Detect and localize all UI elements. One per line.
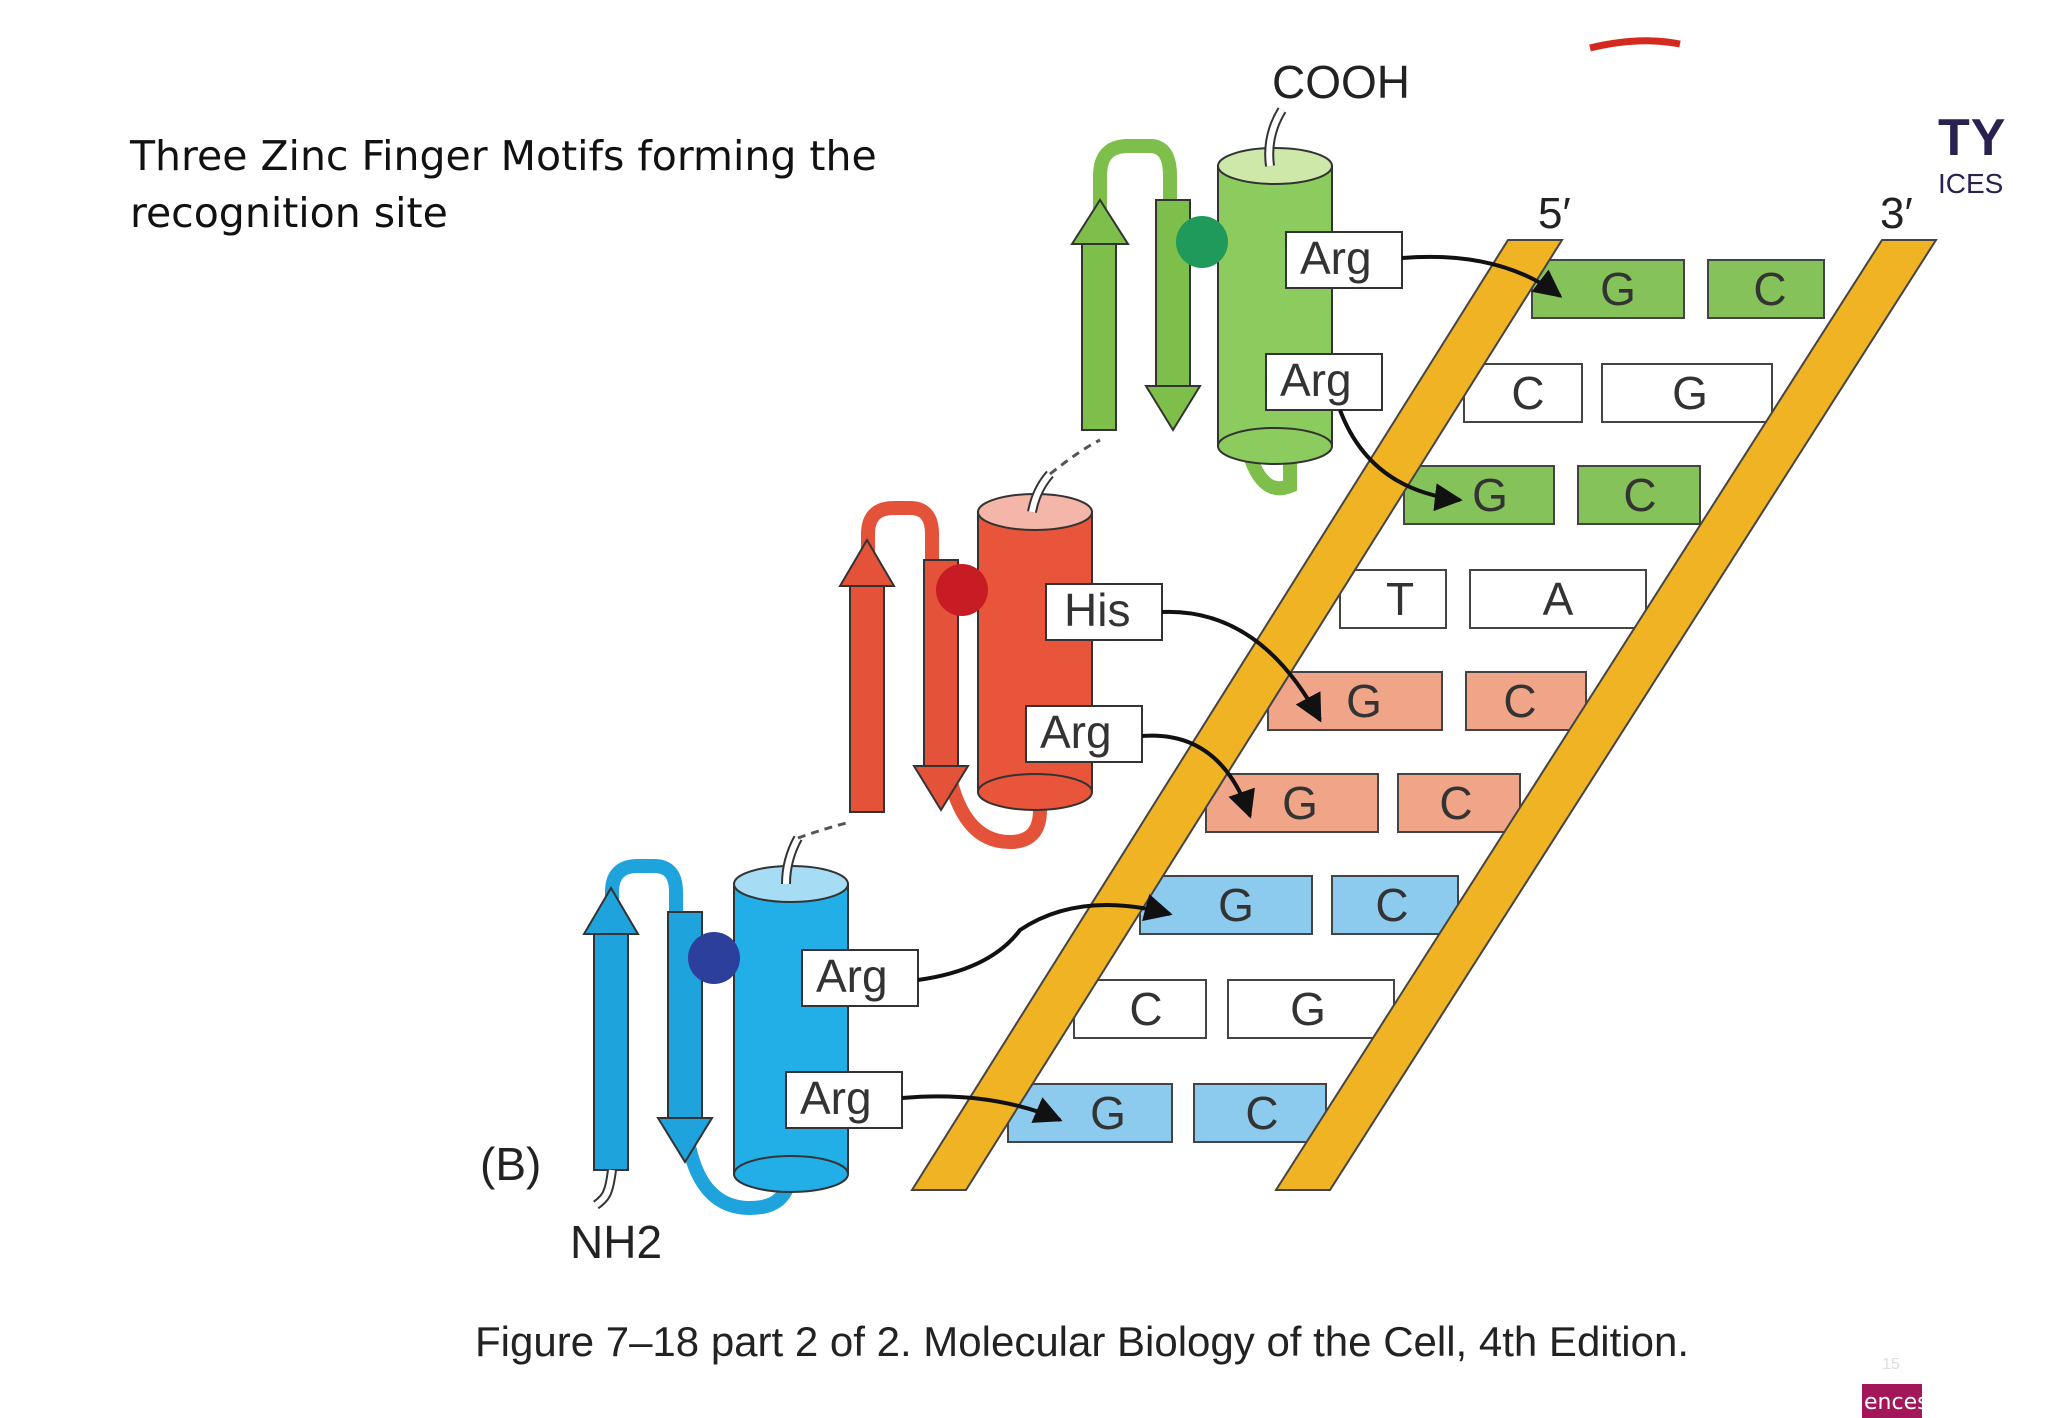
base-box (1469, 569, 1647, 629)
base-label: C (1503, 675, 1536, 727)
zinc-finger-top (1070, 107, 1333, 496)
contact-arrow (1401, 254, 1563, 298)
base-box (1331, 875, 1459, 935)
zinc-finger-bottom (582, 835, 849, 1216)
base-box (1193, 1083, 1327, 1143)
linker-middle-bottom (797, 820, 851, 840)
residue-label: Arg (800, 1072, 872, 1124)
base-label: C (1753, 263, 1786, 315)
base-label: A (1543, 573, 1574, 625)
base-label: G (1472, 469, 1508, 521)
base-box (1463, 363, 1583, 423)
base-label: G (1346, 675, 1382, 727)
panel-label: (B) (480, 1138, 541, 1190)
strand-5prime-label: 5′ (1538, 189, 1571, 238)
strand-3prime-label: 3′ (1880, 189, 1913, 238)
logo-swoosh-icon (1589, 37, 1681, 52)
residue-label: Arg (1300, 232, 1372, 284)
base-label: T (1386, 573, 1414, 625)
base-label: C (1511, 367, 1544, 419)
base-label: C (1129, 983, 1162, 1035)
contact-arrow (1161, 609, 1322, 723)
university-logo-subtext: ICES (1938, 168, 2004, 199)
base-box (1339, 569, 1447, 629)
university-logo-text: TY (1938, 109, 2007, 167)
residue-label: Arg (1280, 354, 1352, 406)
base-label: G (1282, 777, 1318, 829)
residue-label: His (1064, 584, 1130, 636)
base-label: G (1290, 983, 1326, 1035)
base-label: C (1245, 1087, 1278, 1139)
zinc-finger-middle (838, 470, 1093, 850)
contact-arrow (1338, 409, 1463, 512)
slide-title: Three Zinc Finger Motifs forming the rec… (130, 132, 877, 237)
footer-tab: ences (1862, 1384, 1929, 1418)
contact-arrow (1141, 733, 1255, 819)
dna-backbone-5prime (910, 239, 1564, 1191)
base-box (1227, 979, 1395, 1039)
figure-caption: Figure 7–18 part 2 of 2. Molecular Biolo… (475, 1318, 1690, 1365)
base-label: C (1623, 469, 1656, 521)
base-box (1465, 671, 1587, 731)
c-terminus-label: COOH (1272, 56, 1410, 108)
base-label: C (1375, 879, 1408, 931)
contact-arrow (901, 1094, 1063, 1123)
base-label: C (1439, 777, 1472, 829)
base-box (1397, 773, 1521, 833)
page-number: 15 (1882, 1356, 1900, 1373)
base-box (1601, 363, 1773, 423)
base-label: G (1090, 1087, 1126, 1139)
base-box (1073, 979, 1207, 1039)
residue-label: Arg (1040, 706, 1112, 758)
contact-arrow (917, 893, 1173, 982)
base-label: G (1672, 367, 1708, 419)
n-terminus-label: NH2 (570, 1216, 662, 1268)
footer-tab-text: ences (1864, 1390, 1929, 1415)
base-box (1707, 259, 1825, 319)
base-box (1577, 465, 1701, 525)
linker-top-middle (1049, 438, 1101, 476)
residue-label: Arg (816, 950, 888, 1002)
dna-backbone-3prime (1274, 239, 1938, 1191)
base-label: G (1218, 879, 1254, 931)
base-label: G (1600, 263, 1636, 315)
